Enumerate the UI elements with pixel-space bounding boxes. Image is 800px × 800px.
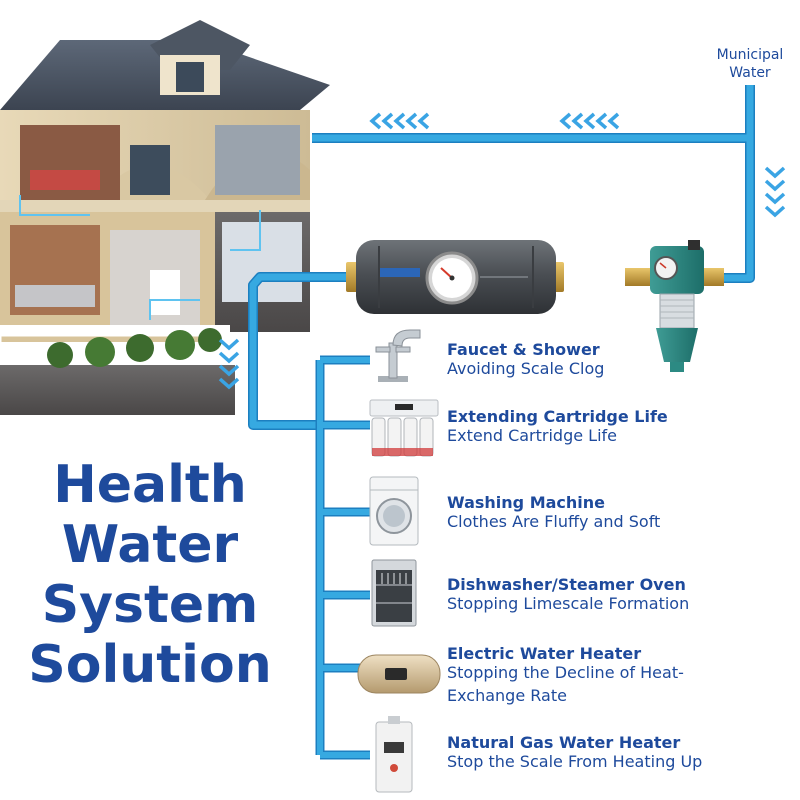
branch-pipes-inner: [317, 357, 370, 758]
municipal-water-label: Municipal Water: [700, 46, 800, 82]
headline-line-2: Water: [61, 515, 239, 575]
scale-inhibitor-filter: [346, 240, 564, 314]
headline-line-1: Health: [53, 455, 247, 515]
appliance-title-faucet: Faucet & Shower: [447, 340, 600, 359]
appliance-subtitle-cartridge: Extend Cartridge Life: [447, 426, 618, 445]
house-illustration: [0, 20, 330, 415]
electric-heater-icon: [357, 654, 441, 694]
appliance-title-washing: Washing Machine: [447, 493, 606, 512]
appliance-title-dishwasher: Dishwasher/Steamer Oven: [447, 575, 686, 594]
pressure-gauge-icon: [425, 251, 479, 305]
appliance-subtitle-gas-heater: Stop the Scale From Heating Up: [447, 752, 703, 771]
ro-filter-icon: [369, 399, 439, 457]
water-pipes-inner: [249, 85, 754, 429]
gas-heater-icon: [375, 716, 413, 793]
appliance-subtitle-electric-heater-1: Stopping the Decline of Heat-: [447, 663, 684, 682]
flow-arrows-down-1: [764, 166, 786, 218]
headline-line-3: System: [41, 575, 259, 635]
pre-filter: [625, 240, 724, 372]
headline: Health Water System Solution: [20, 455, 280, 695]
flow-arrows-left-1: [369, 112, 430, 130]
flow-arrows-down-2: [218, 338, 240, 390]
flow-arrows-left-2: [559, 112, 620, 130]
appliance-subtitle-dishwasher: Stopping Limescale Formation: [447, 594, 690, 613]
headline-line-4: Solution: [28, 635, 272, 695]
faucet-icon: [375, 329, 421, 382]
municipal-water-line2: Water: [729, 65, 771, 81]
appliance-title-electric-heater: Electric Water Heater: [447, 644, 642, 663]
appliance-title-cartridge: Extending Cartridge Life: [447, 407, 668, 426]
branch-pipes: [315, 355, 370, 760]
washing-machine-icon: [369, 476, 419, 546]
appliance-subtitle-electric-heater-2: Exchange Rate: [447, 686, 567, 705]
appliance-subtitle-washing: Clothes Are Fluffy and Soft: [447, 512, 661, 531]
appliance-title-gas-heater: Natural Gas Water Heater: [447, 733, 681, 752]
dishwasher-icon: [371, 559, 417, 627]
appliance-subtitle-faucet: Avoiding Scale Clog: [447, 359, 605, 378]
municipal-water-line1: Municipal: [716, 47, 784, 63]
